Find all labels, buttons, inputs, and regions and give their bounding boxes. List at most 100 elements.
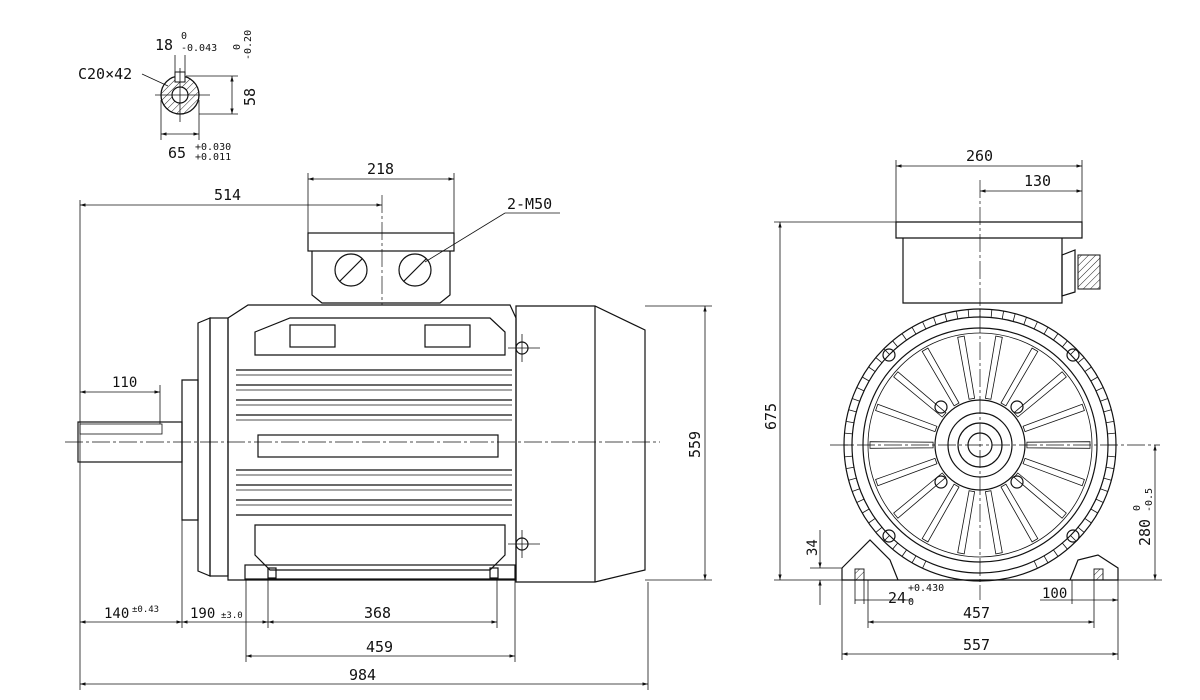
cooling-fin [844,455,853,458]
cooling-fin [1033,560,1038,569]
fan-spoke [984,335,1003,400]
cooling-fin [852,398,860,402]
cooling-fin [944,313,948,322]
center-to-end-label: 514 [214,186,241,204]
cooling-fin [1001,310,1005,320]
cooling-fin [883,535,890,542]
shaft-diameter-tol-lower: +0.011 [195,152,231,163]
base-width-label: 557 [963,636,990,654]
cooling-fin [967,309,970,318]
cooling-fin [1012,313,1016,322]
cooling-fin [883,348,890,355]
box-half-label: 130 [1024,172,1051,190]
cooling-fin [848,409,857,413]
cooling-fin [892,340,899,348]
fan-spoke [893,371,947,418]
fan-spoke [957,490,976,555]
cooling-fin [1043,555,1049,563]
foot-hole-distance-label: 457 [963,604,990,622]
key-depth-value: 58 [241,88,259,106]
cooling-fin [1077,526,1085,533]
terminal-box-width-label: 218 [367,160,394,178]
cooling-fin [875,357,883,364]
cooling-fin [892,542,899,550]
side-view-dimensions [79,173,712,690]
cooling-fin [901,549,907,557]
cooling-fin [1070,535,1077,542]
fan-spoke [1022,457,1085,487]
shaft-shoulder-tol-label: ±0.43 [132,605,159,615]
cooling-fin [1084,366,1092,372]
cooling-fin [856,387,865,392]
front-view-fins [844,309,1116,569]
cooling-fin [1077,357,1085,364]
fan-spoke [957,335,976,400]
key-depth-tol-lower: -0.20 [243,30,254,60]
cooling-fin [1023,317,1027,325]
motor-side-view [65,195,660,583]
cooling-fin [868,366,876,372]
foot-hole-tol-upper: +0.430 [908,583,944,594]
shaft-section-detail [141,55,238,140]
fan-spoke [1026,441,1091,449]
foot-hole-label: 24 [888,589,906,607]
cable-gland-label: 2-M50 [507,195,552,213]
key-depth-tol-upper: 0 [232,44,243,50]
cooling-fin [852,488,860,492]
cooling-fin [1053,549,1059,557]
foot-offset-label: 190 [190,606,215,622]
cooling-fin [1061,340,1068,348]
overall-length-label: 984 [349,666,376,684]
cooling-fin [922,560,927,569]
cooling-fin [1100,488,1108,492]
cooling-fin [1095,498,1104,503]
fan-spoke [893,472,947,519]
cooling-fin [856,498,865,503]
cooling-fin [845,420,855,424]
keyway-label: C20×42 [78,65,132,83]
key-width-value: 18 [155,36,173,54]
cooling-fin [1090,376,1098,382]
cooling-fin [844,432,853,435]
front-view-spokes [869,335,1091,555]
fan-spoke [984,490,1003,555]
foot-offset-tol-label: ±3.0 [221,611,243,621]
foot-edge-label: 100 [1042,586,1067,602]
cooling-fin [990,309,993,318]
cooling-fin [862,376,870,382]
fan-spoke [1022,403,1085,433]
cooling-fin [1100,398,1108,402]
center-height-tol-upper: 0 [1132,505,1143,511]
fan-spoke [875,457,938,487]
center-height-tol-lower: -0.5 [1144,488,1155,512]
box-width-label: 260 [966,147,993,165]
cooling-fin [911,327,917,335]
shaft-length-label: 110 [112,375,137,391]
cooling-fin [862,508,870,514]
cooling-fin [1043,327,1049,335]
cooling-fin [955,310,959,320]
cooling-fin [875,526,883,533]
shaft-shoulder-label: 140 [104,606,129,622]
foot-length-label: 459 [366,638,393,656]
cooling-fin [1084,518,1092,524]
cooling-fin [1103,409,1112,413]
fan-spoke [875,403,938,433]
shaft-diameter-tol-upper: +0.030 [195,142,231,153]
fan-spoke [1013,472,1067,519]
key-width-tol-lower: -0.043 [181,43,217,54]
center-height-label: 280 [1136,519,1154,546]
cooling-fin [1053,333,1059,341]
fan-spoke [921,347,960,407]
fan-spoke [869,441,934,449]
cooling-fin [911,555,917,563]
cooling-fin [1090,508,1098,514]
cooling-fin [922,321,927,330]
cooling-fin [1061,542,1068,550]
cooling-fin [1107,455,1116,458]
foot-height-label: 34 [805,539,821,556]
front-view-dimensions [774,160,1162,660]
total-height-label: 675 [762,403,780,430]
cooling-fin [1095,387,1104,392]
